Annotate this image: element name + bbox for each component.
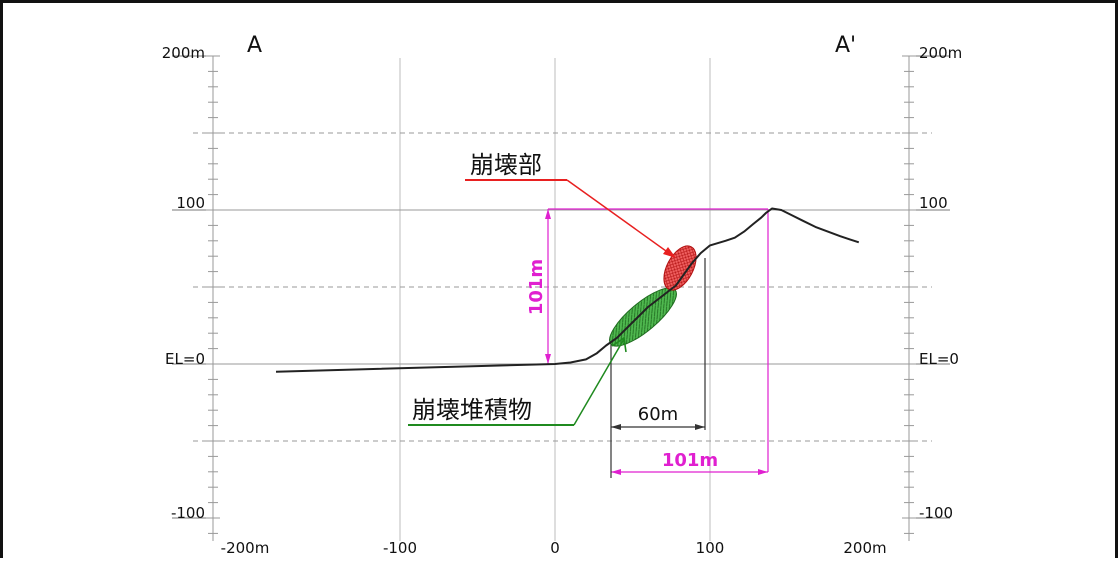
distance-tick-label: 200m xyxy=(843,539,886,557)
left-elevation-label-zero: EL=0 xyxy=(165,350,205,368)
outer-distance-arrow-left xyxy=(611,469,621,475)
collapse-deposit-zone xyxy=(609,287,677,347)
right-elevation-label-mid: 100 xyxy=(919,194,948,212)
inner-distance-arrow-right xyxy=(695,424,705,430)
distance-tick-label: -200m xyxy=(221,539,270,557)
inner-distance-dimension xyxy=(610,258,706,478)
collapse-leader-line xyxy=(566,179,674,257)
section-end-label: A' xyxy=(835,33,856,58)
inner-distance-arrow-left xyxy=(611,424,621,430)
outer-distance-arrow-right xyxy=(758,469,768,475)
deposit-leader-arrowhead xyxy=(611,336,627,353)
distance-tick-label: -100 xyxy=(383,539,417,557)
right-elevation-label-top: 200m xyxy=(919,44,962,62)
section-start-label: A xyxy=(247,33,262,58)
dimension-lines xyxy=(547,208,769,473)
collapse-zone xyxy=(663,245,697,291)
grid xyxy=(172,55,950,541)
height-arrow-bottom xyxy=(545,354,551,364)
height-arrow-top xyxy=(545,209,551,219)
height-dimension-label: 101m xyxy=(526,259,547,315)
right-elevation-label-bottom: -100 xyxy=(919,504,953,522)
inner-distance-dimension-label: 60m xyxy=(638,404,678,425)
right-elevation-label-zero: EL=0 xyxy=(919,350,959,368)
terrain-profile-line xyxy=(275,207,860,373)
deposit-label: 崩壊堆積物 xyxy=(412,396,532,424)
left-elevation-label-bottom: -100 xyxy=(171,504,205,522)
elevation-rulers xyxy=(206,55,916,541)
distance-tick-label: 0 xyxy=(550,539,560,557)
distance-tick-label: 100 xyxy=(696,539,725,557)
collapse-leader-arrowhead xyxy=(663,247,676,258)
dimension-arrowheads xyxy=(545,209,768,475)
inner-dimension-arrowheads xyxy=(611,424,705,430)
collapse-zone-label: 崩壊部 xyxy=(470,151,542,179)
left-elevation-label-mid: 100 xyxy=(176,194,205,212)
left-elevation-label-top: 200m xyxy=(162,44,205,62)
top-frame-border xyxy=(0,0,1118,3)
outer-distance-dimension-label: 101m xyxy=(662,450,718,471)
deposit-leader-line xyxy=(573,338,625,426)
